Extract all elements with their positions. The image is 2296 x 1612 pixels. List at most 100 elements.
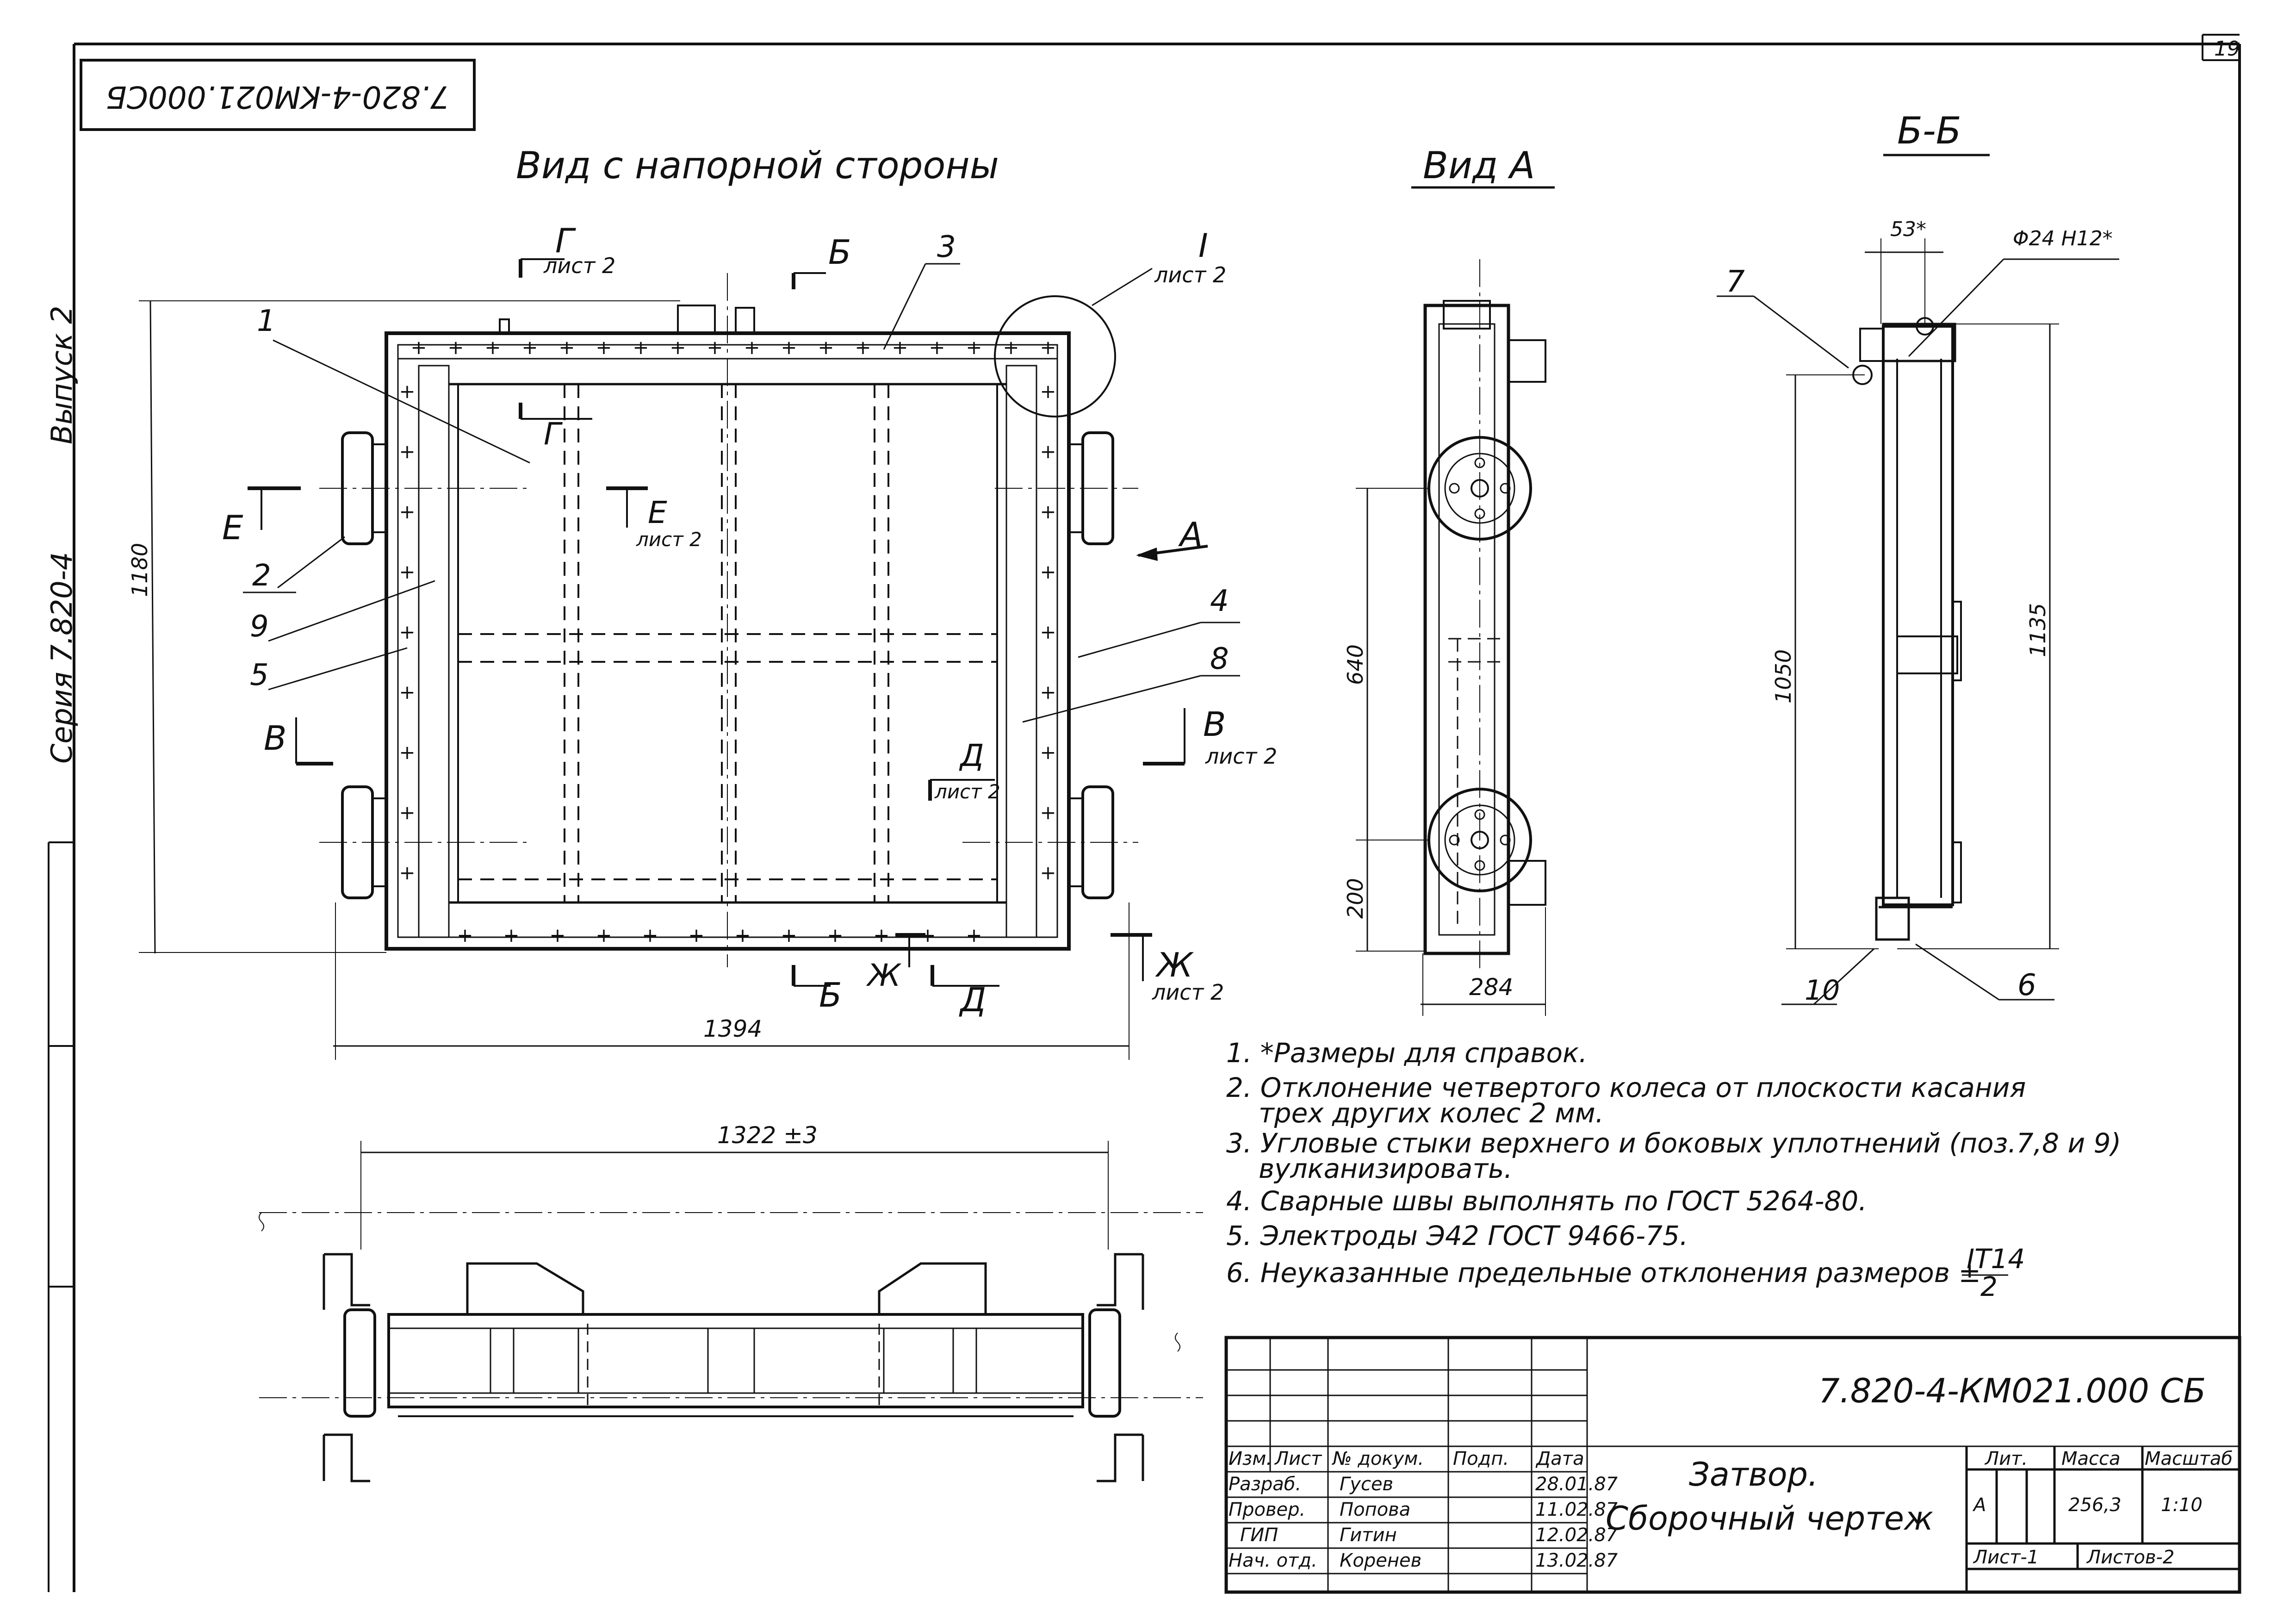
svg-text:+: + [1040, 801, 1056, 824]
svg-text:+: + [447, 336, 464, 359]
row2-name: Попова [1340, 1499, 1410, 1520]
svg-text:+: + [633, 336, 649, 359]
masshtab-header: Масштаб [2145, 1448, 2233, 1469]
dim-284: 284 [1469, 974, 1513, 1001]
dim-1050: 1050 [1771, 649, 1796, 703]
svg-text:+: + [521, 336, 538, 359]
svg-text:+: + [399, 741, 415, 764]
dim-200: 200 [1343, 878, 1368, 919]
note-2b: трех других колес 2 мм. [1259, 1097, 1604, 1129]
svg-text:+: + [596, 924, 612, 946]
section-b-bottom: Б [819, 976, 842, 1015]
row1-name: Гусев [1340, 1474, 1393, 1495]
note-3b: вулканизировать. [1259, 1153, 1513, 1184]
svg-text:+: + [410, 336, 427, 359]
section-d-mid: Д [959, 738, 984, 773]
pos-1: 1 [257, 304, 276, 338]
row3-name: Гитин [1340, 1525, 1397, 1546]
section-zh-right: Ж [1155, 946, 1194, 984]
svg-text:+: + [399, 681, 415, 703]
svg-text:+: + [966, 336, 982, 359]
col-data: Дата [1535, 1448, 1584, 1469]
view-a [1356, 259, 1546, 1016]
svg-text:+: + [642, 924, 658, 946]
sheet-frame [48, 34, 2241, 1592]
svg-text:+: + [399, 861, 415, 884]
dim-1394: 1394 [703, 1015, 762, 1042]
svg-text:+: + [1040, 741, 1056, 764]
svg-text:+: + [707, 336, 723, 359]
dim-phi24: Φ24 H12* [2013, 227, 2113, 250]
svg-text:+: + [457, 924, 473, 946]
svg-text:+: + [596, 336, 612, 359]
svg-text:+: + [1040, 861, 1056, 884]
section-v-right: В [1203, 705, 1226, 744]
svg-text:+: + [399, 801, 415, 824]
pos-3: 3 [937, 230, 956, 264]
lit-value: А [1972, 1494, 1986, 1516]
sheet-label: Лист-1 [1973, 1547, 2039, 1568]
svg-text:+: + [558, 336, 575, 359]
pos-10: 10 [1805, 974, 1840, 1007]
issue-label: Выпуск 2 [45, 306, 79, 444]
svg-text:+: + [1040, 440, 1056, 463]
title-block-text: 7.820-4-КМ021.000 СБ Затвор. Сборочный ч… [1229, 1371, 2233, 1571]
note-5: 5. Электроды Э42 ГОСТ 9466-75. [1226, 1220, 1688, 1251]
section-bb [1717, 238, 2119, 1005]
note-2a: 2. Отклонение четвертого колеса от плоск… [1226, 1072, 2026, 1103]
svg-text:+: + [484, 336, 501, 359]
svg-text:+: + [781, 336, 797, 359]
pos-9: 9 [250, 610, 269, 644]
svg-text:+: + [399, 560, 415, 583]
dim-1322: 1322 ±3 [717, 1122, 818, 1149]
masshtab-value: 1:10 [2161, 1494, 2203, 1516]
svg-text:+: + [1040, 681, 1056, 703]
sheet-number: 19 [2214, 37, 2240, 61]
svg-text:+: + [399, 500, 415, 523]
svg-text:+: + [1040, 621, 1056, 643]
note-6-fraction-den: 2 [1980, 1271, 1998, 1302]
svg-text:+: + [399, 380, 415, 403]
svg-text:+: + [929, 336, 945, 359]
dim-640: 640 [1343, 644, 1368, 685]
stamp-code-box: 7.820-4-KM021.000СБ [80, 59, 476, 131]
view-a-title: Вид А [1423, 144, 1535, 187]
svg-text:+: + [966, 924, 982, 946]
massa-header: Масса [2061, 1448, 2121, 1469]
col-nodoc: № докум. [1332, 1448, 1424, 1469]
plan-view [259, 1141, 1203, 1482]
row2-role: Провер. [1229, 1499, 1305, 1520]
front-view [139, 273, 1138, 1060]
series-label: Серия 7.820-4 [45, 552, 79, 764]
pos-4: 4 [1210, 584, 1229, 618]
title-line-2: Сборочный чертеж [1606, 1500, 1933, 1537]
svg-text:+: + [1040, 500, 1056, 523]
section-e-left: Е [222, 508, 243, 547]
detail-i-sheet: лист 2 [1154, 262, 1226, 287]
section-d-mid-sheet: лист 2 [934, 780, 1000, 803]
svg-text:+: + [670, 336, 686, 359]
svg-text:+: + [688, 924, 704, 946]
general-notes: 1. *Размеры для справок. 2. Отклонение ч… [1226, 1037, 2121, 1302]
pos-8: 8 [1210, 642, 1229, 676]
front-view-title: Вид с напорной стороны [516, 144, 999, 187]
svg-text:+: + [744, 336, 760, 359]
sheets-label: Листов-2 [2086, 1547, 2174, 1568]
row1-date: 28.01.87 [1535, 1474, 1618, 1495]
doc-code: 7.820-4-КМ021.000 СБ [1818, 1371, 2206, 1410]
svg-text:+: + [818, 336, 834, 359]
detail-i: I [1198, 227, 1208, 265]
section-v-left: В [264, 719, 286, 758]
section-e-mid-sheet: лист 2 [636, 528, 702, 551]
row3-date: 12.02.87 [1535, 1525, 1618, 1546]
row2-date: 11.02.87 [1535, 1499, 1618, 1520]
svg-text:+: + [873, 924, 889, 946]
svg-text:+: + [1040, 560, 1056, 583]
svg-text:+: + [734, 924, 751, 946]
svg-text:+: + [1040, 336, 1056, 359]
section-b-top: Б [828, 233, 851, 272]
section-zh-right-sheet: лист 2 [1152, 980, 1224, 1005]
pos-5: 5 [250, 658, 269, 692]
section-bb-title: Б-Б [1897, 109, 1961, 152]
